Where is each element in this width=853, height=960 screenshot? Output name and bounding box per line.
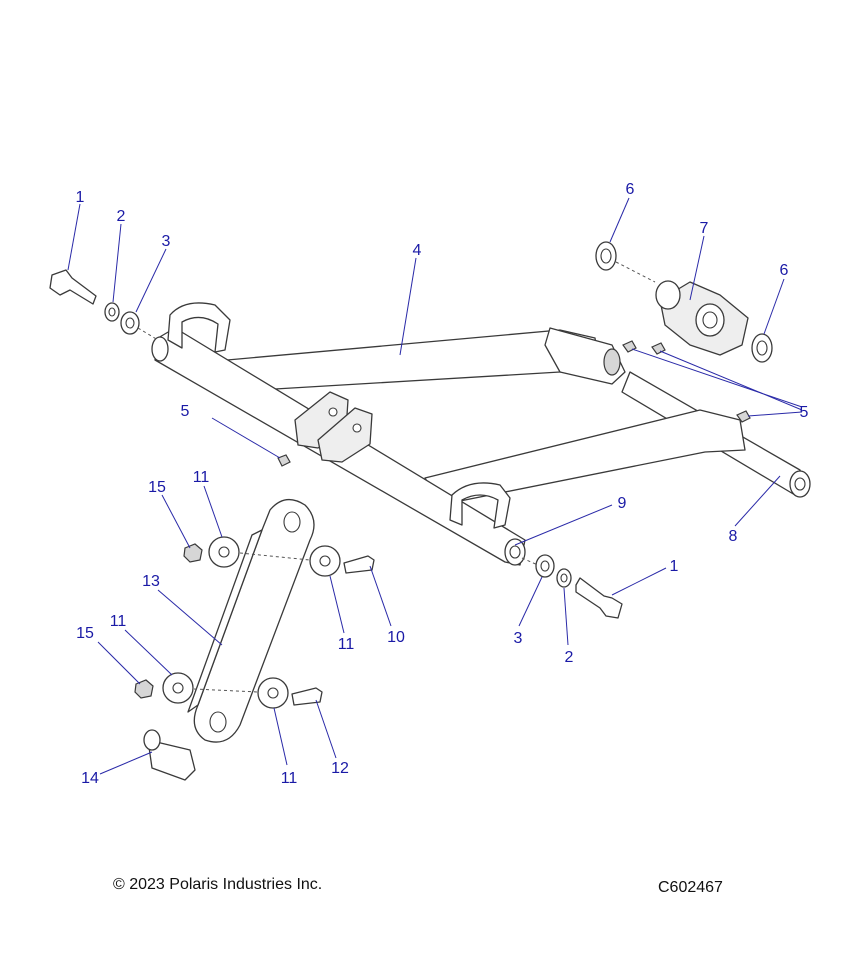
front-pivot-tube: [544, 327, 626, 385]
shock-link-upper-eye: [283, 511, 301, 533]
thrust-washer-upper-hole: [600, 248, 612, 264]
flat-washer-left-hole: [125, 317, 135, 329]
callout-9-crossmember: 9: [618, 495, 627, 512]
bushing-14: [147, 739, 196, 781]
flat-washer-right-hole: [540, 560, 550, 572]
callout-8-pivot-tube: 8: [729, 528, 738, 545]
callout-14-bushing: 14: [81, 770, 99, 787]
bushing-14-end: [143, 729, 161, 751]
shock-link-edge: [187, 529, 263, 713]
callout-3-washer: 3: [162, 233, 171, 250]
callout-15-nut-2: 15: [76, 625, 94, 642]
front-pivot-end: [603, 348, 621, 376]
callout-6-thrust-washer-2: 6: [780, 262, 789, 279]
grease-fitting-2: [622, 340, 637, 353]
alignment-dash-left: [137, 327, 159, 341]
callout-11-washer-3: 11: [110, 613, 127, 630]
right-hardware: [521, 554, 623, 619]
bolt-right: [575, 577, 623, 619]
grease-fitting-4: [736, 410, 751, 423]
shock-mount-plate-right: [317, 407, 373, 463]
callout-11-washer-2: 11: [338, 636, 355, 653]
bolt-12: [291, 687, 323, 706]
callout-5-grease-fitting: 5: [181, 403, 190, 420]
callout-11-washer: 11: [193, 469, 210, 486]
lock-washer-left-hole: [108, 307, 116, 317]
callout-5-grease-fitting-2: 5: [800, 404, 809, 421]
callout-7-bushing: 7: [700, 220, 709, 237]
callout-2-lock-washer-2: 2: [565, 649, 574, 666]
callout-2-lock-washer: 2: [117, 208, 126, 225]
callout-11-washer-4: 11: [281, 770, 298, 787]
callout-12-bolt: 12: [331, 760, 349, 777]
washer-11-lower-right-hole: [267, 687, 279, 699]
callout-1-bolt: 1: [76, 189, 85, 206]
callout-15-nut: 15: [148, 479, 166, 496]
pivot-bushing-group: [595, 241, 773, 363]
washer-11-upper-right-hole: [319, 555, 331, 567]
washer-11-lower-left-hole: [172, 682, 184, 694]
left-hardware: [49, 269, 159, 341]
callout-6-thrust-washer: 6: [626, 181, 635, 198]
shock-mount-hole-2: [352, 423, 362, 433]
crossmember-start: [151, 336, 169, 362]
figure-id: C602467: [658, 879, 723, 896]
nut-15-lower: [134, 679, 154, 699]
leader-lines: [67, 197, 803, 775]
alignment-dash-lower: [193, 688, 259, 693]
callout-4-a-arm: 4: [413, 242, 422, 259]
callout-3-washer-2: 3: [514, 630, 523, 647]
alignment-dash-bushing: [615, 261, 656, 283]
callout-13-shock-link: 13: [142, 573, 160, 590]
upper-u-bracket: [167, 302, 231, 353]
shock-link-group: [134, 498, 375, 781]
nut-15-upper: [183, 543, 203, 563]
callout-labels: 1 2 3 4 5 6 7 6 5 8 9 1 3 2 15 11 13 11 …: [76, 181, 809, 787]
callout-10-bolt: 10: [387, 629, 405, 646]
shock-mount-hole: [328, 407, 338, 417]
shock-link: [193, 498, 315, 743]
crossmember-bore: [509, 545, 521, 559]
callout-1-bolt-2: 1: [670, 558, 679, 575]
bushing-bore: [702, 311, 718, 329]
lower-u-bracket: [449, 482, 511, 529]
rear-pivot-bore: [794, 477, 806, 491]
copyright-notice: © 2023 Polaris Industries Inc.: [113, 876, 323, 893]
shock-link-lower-eye: [209, 711, 227, 733]
bushing-body: [655, 280, 681, 310]
lock-washer-right-hole: [560, 573, 568, 583]
bolt-10: [343, 555, 375, 574]
washer-11-upper-left-hole: [218, 546, 230, 558]
a-arm-assembly: [151, 302, 811, 566]
grease-fitting-1: [277, 454, 291, 467]
thrust-washer-lower-hole: [756, 340, 768, 356]
bolt-left: [49, 269, 97, 305]
